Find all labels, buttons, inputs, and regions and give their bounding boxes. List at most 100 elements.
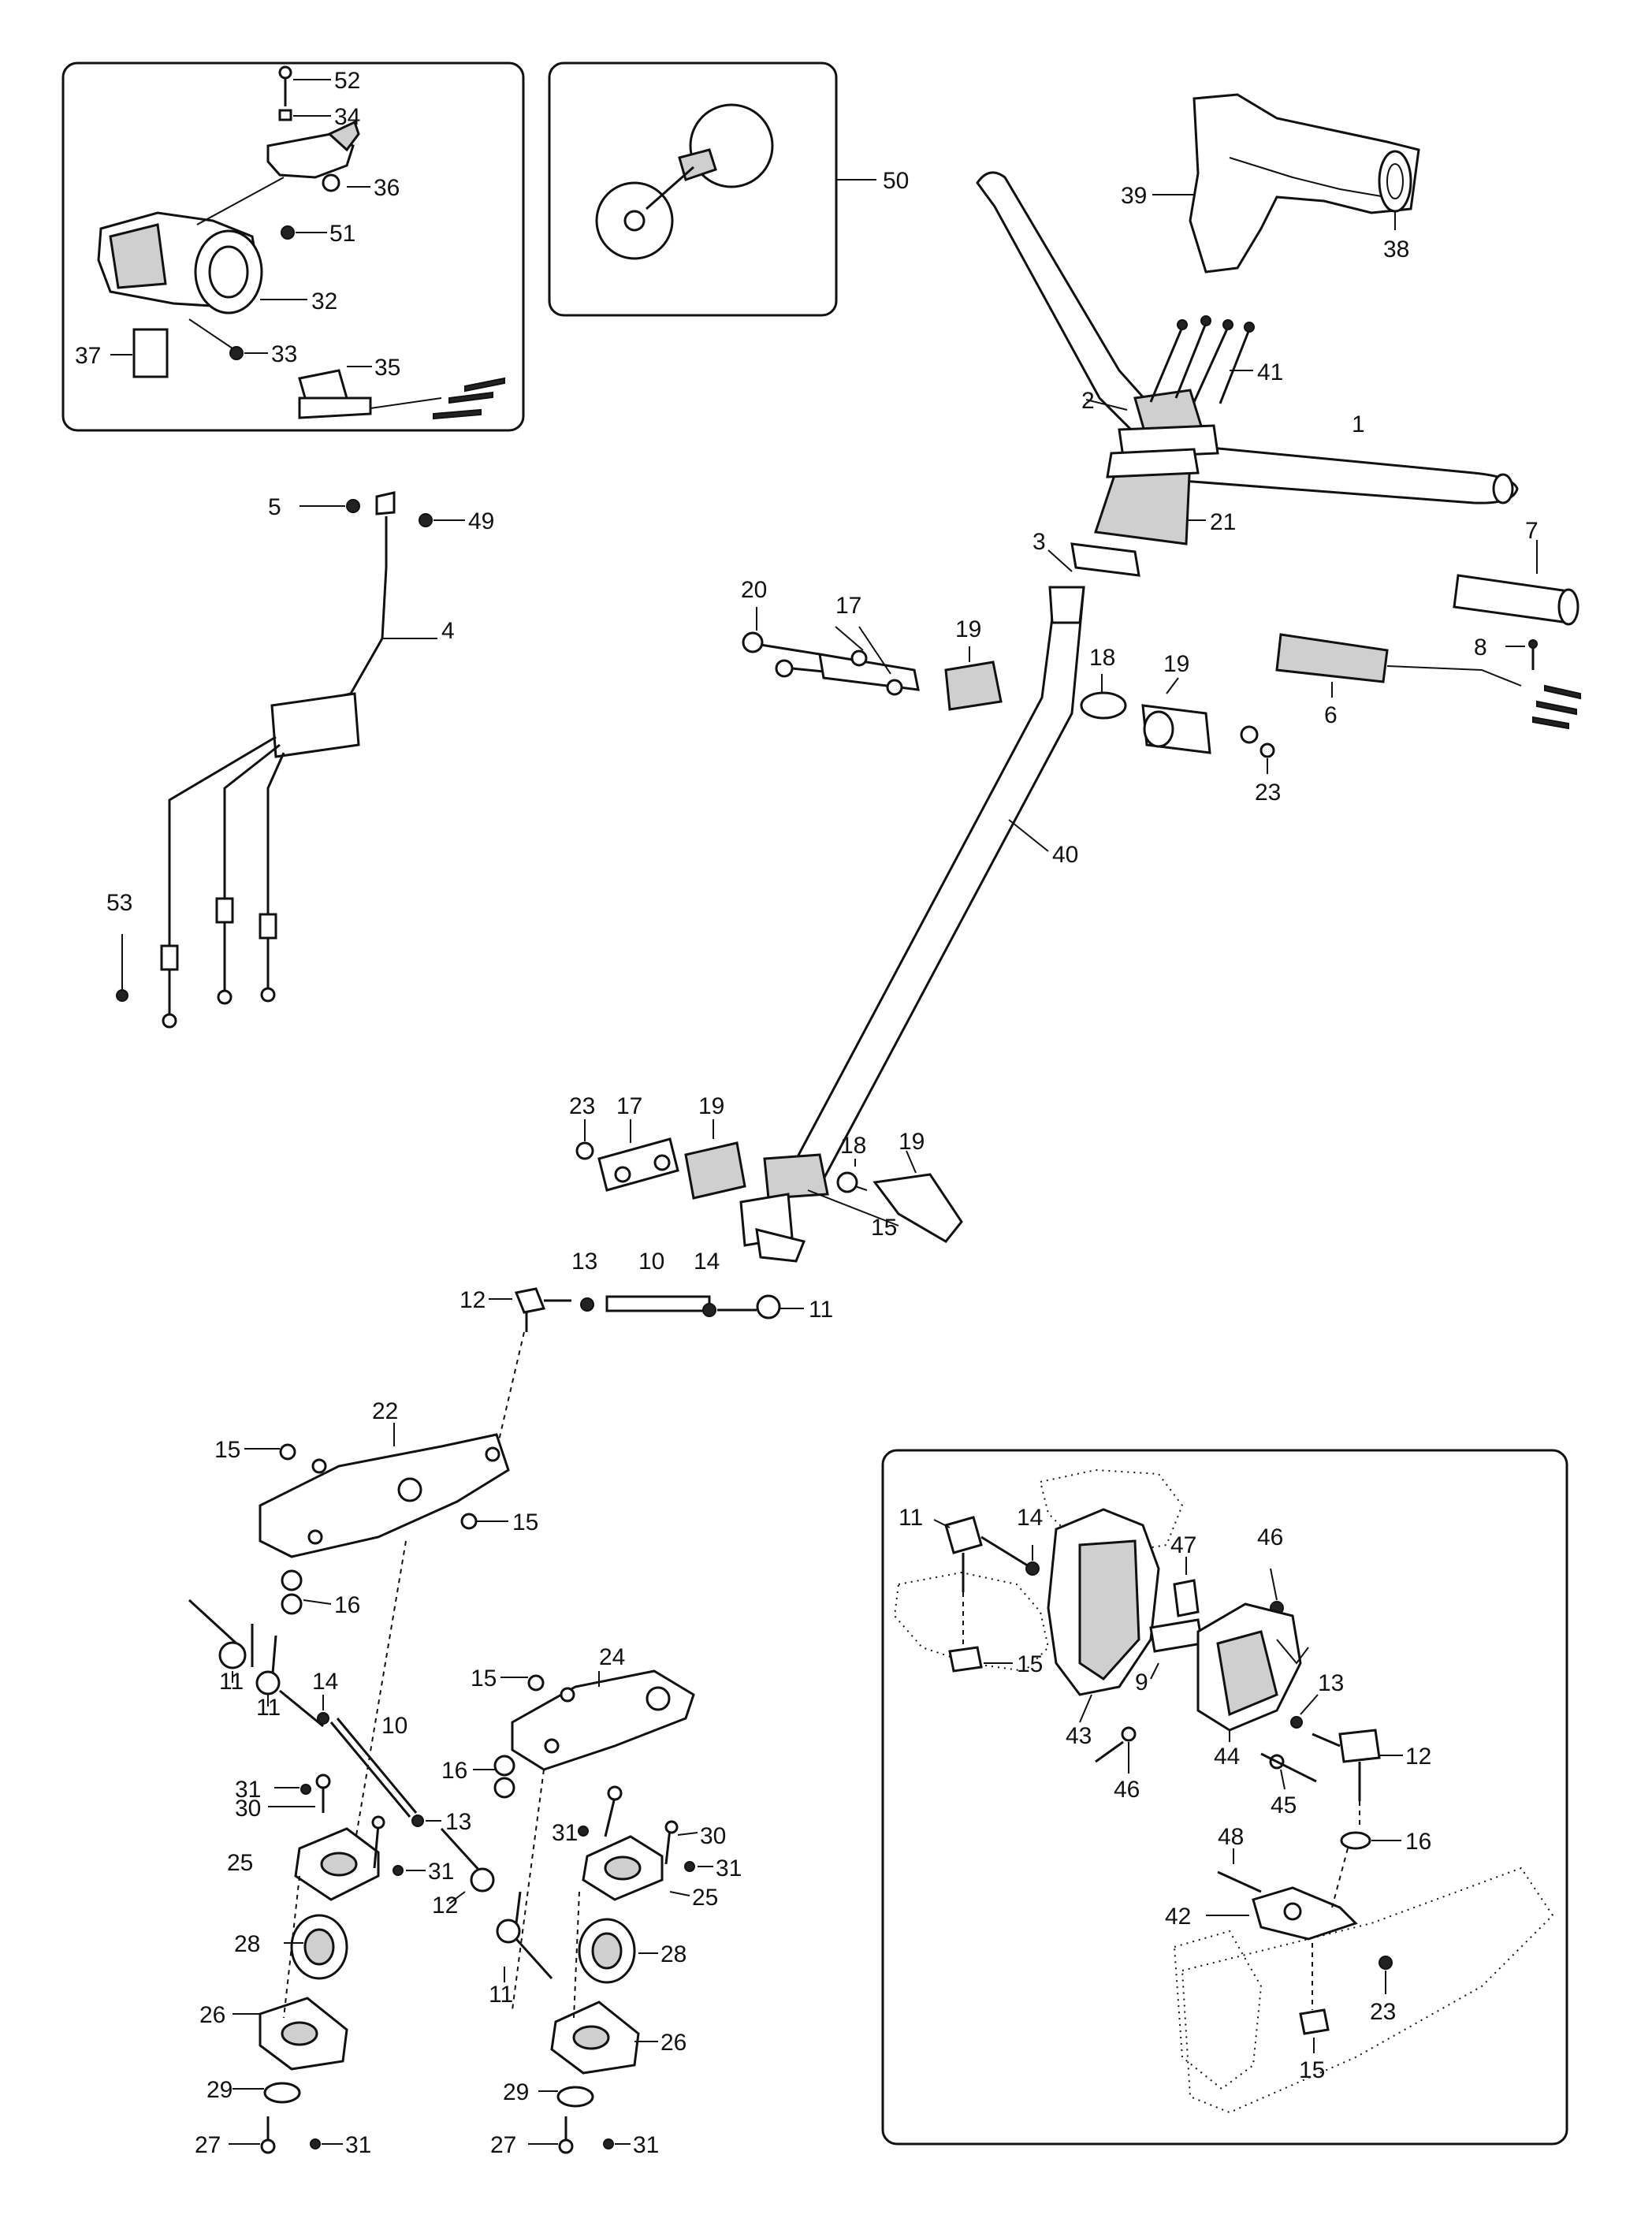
upper-clamp-parts: [742, 607, 1275, 774]
callout-17a: 17: [835, 593, 861, 619]
callout-15b: 15: [214, 1437, 240, 1463]
callout-52: 52: [334, 68, 360, 94]
callout-16c: 16: [1405, 1829, 1431, 1855]
callout-13a: 13: [571, 1249, 597, 1275]
callout-47: 47: [1170, 1532, 1196, 1558]
handlebar-cover: [1152, 93, 1420, 274]
callout-21: 21: [1210, 509, 1236, 535]
callout-39: 39: [1121, 183, 1147, 209]
callout-1: 1: [1352, 411, 1365, 437]
callout-44: 44: [1214, 1744, 1240, 1770]
callout-42: 42: [1165, 1904, 1191, 1930]
callout-2: 2: [1081, 388, 1095, 414]
handlebar-assembly: [976, 171, 1519, 577]
inset-frame-lockset: [61, 61, 525, 432]
callout-11c: 11: [256, 1695, 281, 1721]
callout-29b: 29: [503, 2079, 529, 2105]
callout-14b: 14: [312, 1669, 338, 1695]
callout-45: 45: [1271, 1792, 1297, 1818]
callout-25b: 25: [692, 1885, 718, 1911]
callout-12c: 12: [1405, 1744, 1431, 1770]
callout-9: 9: [1135, 1669, 1148, 1695]
callout-51: 51: [329, 221, 355, 247]
callout-26a: 26: [199, 2002, 225, 2028]
callout-36: 36: [374, 175, 400, 201]
callout-27b: 27: [490, 2132, 516, 2158]
callout-15e: 15: [1017, 1651, 1043, 1677]
callout-27a: 27: [195, 2132, 221, 2158]
callout-15c: 15: [512, 1509, 538, 1535]
callout-35: 35: [374, 355, 400, 381]
callout-8: 8: [1474, 635, 1487, 661]
callout-46: 46: [1257, 1524, 1283, 1550]
callout-30b: 30: [700, 1823, 726, 1849]
callout-13b: 13: [445, 1809, 471, 1835]
callout-53: 53: [106, 890, 132, 916]
callout-13c: 13: [1318, 1670, 1344, 1696]
upper-tie-rod: [489, 1287, 804, 1451]
callout-37: 37: [75, 343, 101, 369]
callout-32: 32: [311, 288, 337, 315]
callout-18a: 18: [1089, 645, 1115, 671]
left-spindle-bracket: [229, 1774, 426, 2154]
callout-labels: 52 34 36 51 32 37 33 35 50 39 38 41 2 1 …: [75, 68, 1539, 2158]
callout-14a: 14: [694, 1249, 720, 1275]
callout-3: 3: [1032, 529, 1046, 555]
callout-6: 6: [1324, 702, 1338, 728]
inset-frame-horn: [548, 61, 838, 317]
callout-48: 48: [1218, 1824, 1244, 1850]
callout-16b: 16: [441, 1758, 467, 1784]
callout-24: 24: [599, 1644, 625, 1670]
callout-20: 20: [741, 577, 767, 603]
callout-14c: 14: [1017, 1505, 1043, 1531]
inset-lock-set: [61, 61, 525, 432]
callout-11b: 11: [219, 1669, 244, 1695]
inset-steering-box: [881, 1449, 1568, 2146]
callout-22: 22: [372, 1398, 398, 1424]
callout-43: 43: [1066, 1723, 1092, 1749]
callout-18b: 18: [840, 1133, 866, 1159]
callout-31b: 31: [428, 1859, 454, 1885]
inset-frame-steering-box: [881, 1449, 1568, 2146]
callout-23c: 23: [1370, 1999, 1396, 2025]
callout-16a: 16: [334, 1592, 360, 1618]
callout-23a: 23: [1255, 780, 1281, 806]
callout-19d: 19: [899, 1129, 925, 1155]
callout-31f: 31: [633, 2132, 659, 2158]
bellcrank-24: [473, 1669, 695, 2011]
callout-31c: 31: [552, 1820, 578, 1846]
lower-clamp-parts: [575, 1119, 963, 1263]
callout-31d: 31: [716, 1855, 742, 1881]
callout-19c: 19: [698, 1093, 724, 1119]
callout-40: 40: [1052, 842, 1078, 868]
callout-26b: 26: [660, 2030, 686, 2056]
callout-12a: 12: [460, 1287, 486, 1313]
callout-38: 38: [1383, 236, 1409, 262]
callout-25a: 25: [227, 1850, 253, 1876]
grip-parts: [1275, 540, 1581, 730]
inset-horn: [548, 61, 876, 317]
callout-28b: 28: [660, 1941, 686, 1967]
cable-harness: [116, 491, 465, 1029]
callout-49: 49: [468, 508, 494, 534]
callout-29a: 29: [206, 2077, 233, 2103]
callout-15f: 15: [1299, 2057, 1325, 2083]
callout-30a: 30: [235, 1796, 261, 1822]
callout-31e: 31: [345, 2132, 371, 2158]
callout-7: 7: [1525, 518, 1539, 544]
callout-4: 4: [441, 618, 455, 644]
callout-15a: 15: [871, 1215, 897, 1241]
callout-12b: 12: [432, 1893, 458, 1919]
callout-19b: 19: [1163, 651, 1189, 677]
callout-33: 33: [271, 341, 297, 367]
pitman-arm-22: [244, 1423, 510, 1893]
callout-5: 5: [268, 494, 281, 520]
callout-11d: 11: [489, 1982, 513, 2008]
callout-41: 41: [1257, 359, 1283, 385]
right-spindle-bracket: [496, 1785, 713, 2154]
callout-23b: 23: [569, 1093, 595, 1119]
callout-50: 50: [883, 168, 909, 194]
callout-10b: 10: [381, 1713, 407, 1739]
